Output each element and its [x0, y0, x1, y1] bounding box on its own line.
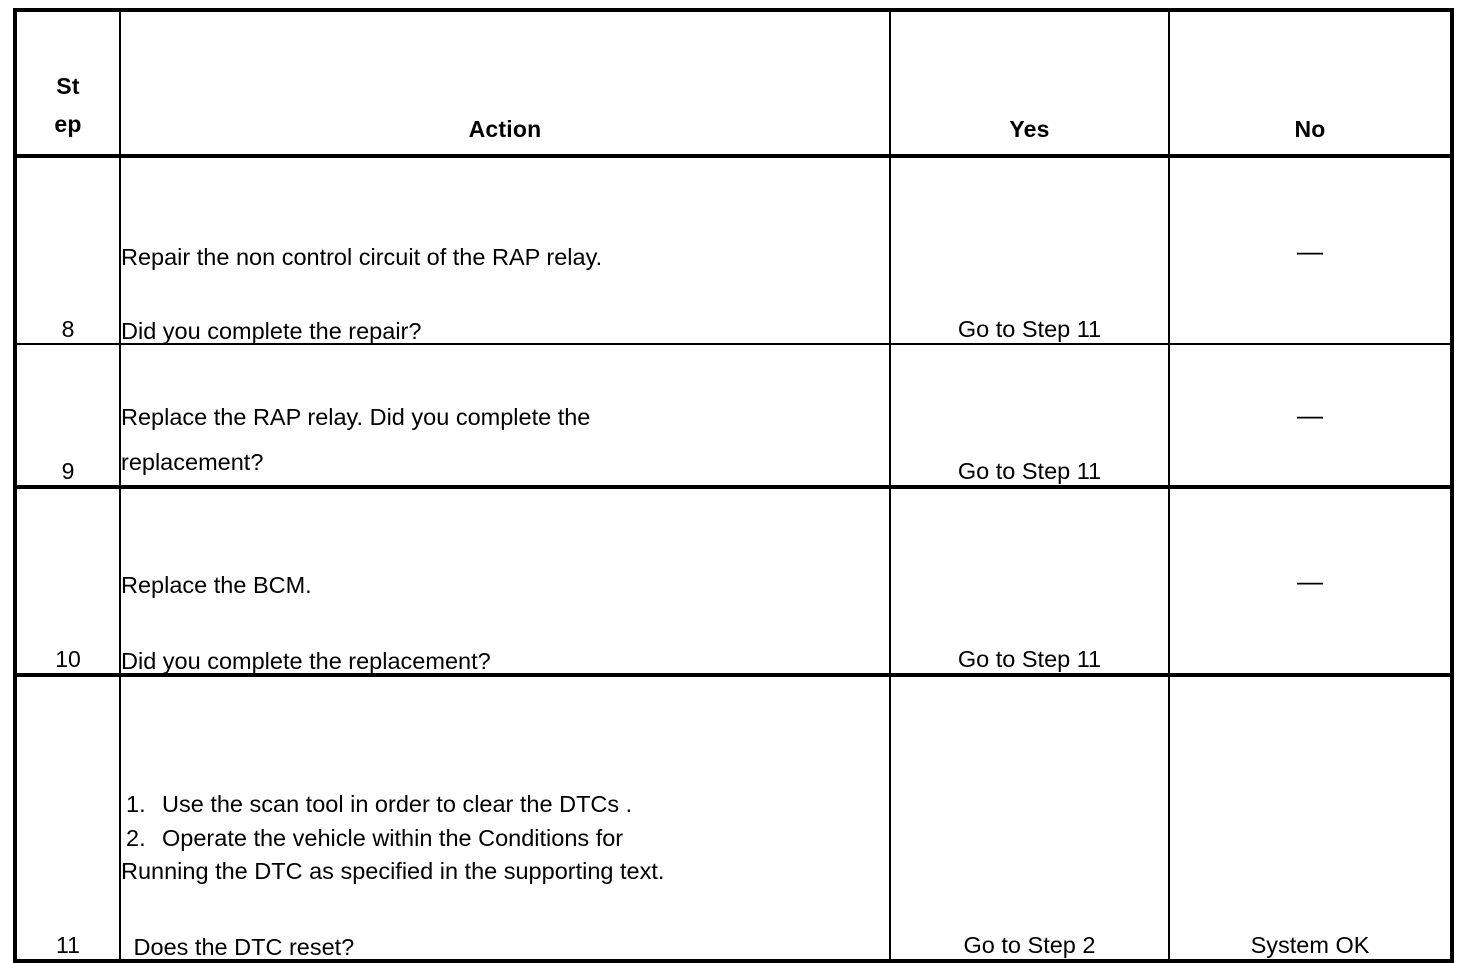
action-text: Repair the non control circuit of the RA…: [119, 155, 891, 345]
table-row: 8 Repair the non control circuit of the …: [14, 155, 1453, 345]
column-header-step-line1: St: [56, 73, 80, 99]
no-result: —: [1168, 343, 1453, 488]
yes-result: Go to Step 11: [889, 485, 1170, 676]
column-header-no: No: [1168, 9, 1453, 158]
no-result: System OK: [1168, 673, 1453, 963]
action-text: 1. Use the scan tool in order to clear th…: [119, 673, 891, 963]
yes-result: Go to Step 11: [889, 343, 1170, 488]
line-spacer: [121, 270, 889, 320]
numbered-list: 1. Use the scan tool in order to clear th…: [121, 791, 889, 851]
table-row: 10 Replace the BCM. Did you complete the…: [14, 485, 1453, 676]
table-header-row: St ep Action Yes No: [14, 9, 1453, 158]
line-spacer: [121, 598, 889, 650]
list-item-text: Operate the vehicle within the Condition…: [162, 824, 624, 851]
list-item: 2. Operate the vehicle within the Conditi…: [121, 824, 889, 851]
column-header-yes: Yes: [889, 9, 1170, 158]
action-line: Replace the RAP relay. Did you complete …: [121, 404, 591, 430]
column-header-step: St ep: [14, 9, 121, 158]
document-page: St ep Action Yes No 8 Repair the non con…: [13, 8, 1454, 963]
yes-result: Go to Step 11: [889, 155, 1170, 345]
action-text: Replace the BCM. Did you complete the re…: [119, 485, 891, 676]
step-number: 8: [14, 155, 121, 345]
action-line: Replace the BCM.: [121, 572, 312, 598]
list-continuation-line: Running the DTC as specified in the supp…: [121, 858, 665, 884]
no-result: —: [1168, 155, 1453, 345]
list-item-text: Use the scan tool in order to clear the …: [162, 791, 633, 817]
table-row: 11 1. Use the scan tool in order to clear…: [14, 673, 1453, 963]
action-question: Does the DTC reset?: [127, 933, 355, 960]
step-number: 10: [14, 485, 121, 676]
table-row: 9 Replace the RAP relay. Did you complet…: [14, 343, 1453, 488]
action-question: replacement?: [121, 449, 264, 475]
list-item-number: 1.: [126, 791, 146, 817]
action-line: Repair the non control circuit of the RA…: [121, 244, 603, 270]
action-question: Did you complete the repair?: [121, 317, 422, 344]
diagnostic-step-table: St ep Action Yes No 8 Repair the non con…: [13, 8, 1454, 963]
step-number: 9: [14, 343, 121, 488]
column-header-action: Action: [119, 9, 891, 158]
yes-result: Go to Step 2: [889, 673, 1170, 963]
line-spacer: [121, 884, 889, 936]
action-question: Did you complete the replacement?: [121, 647, 491, 674]
step-number: 11: [14, 673, 121, 963]
no-result: —: [1168, 485, 1453, 676]
column-header-step-line2: ep: [54, 111, 82, 137]
list-item: 1. Use the scan tool in order to clear th…: [121, 791, 889, 817]
action-text: Replace the RAP relay. Did you complete …: [119, 343, 891, 488]
list-item-number: 2.: [126, 824, 146, 851]
